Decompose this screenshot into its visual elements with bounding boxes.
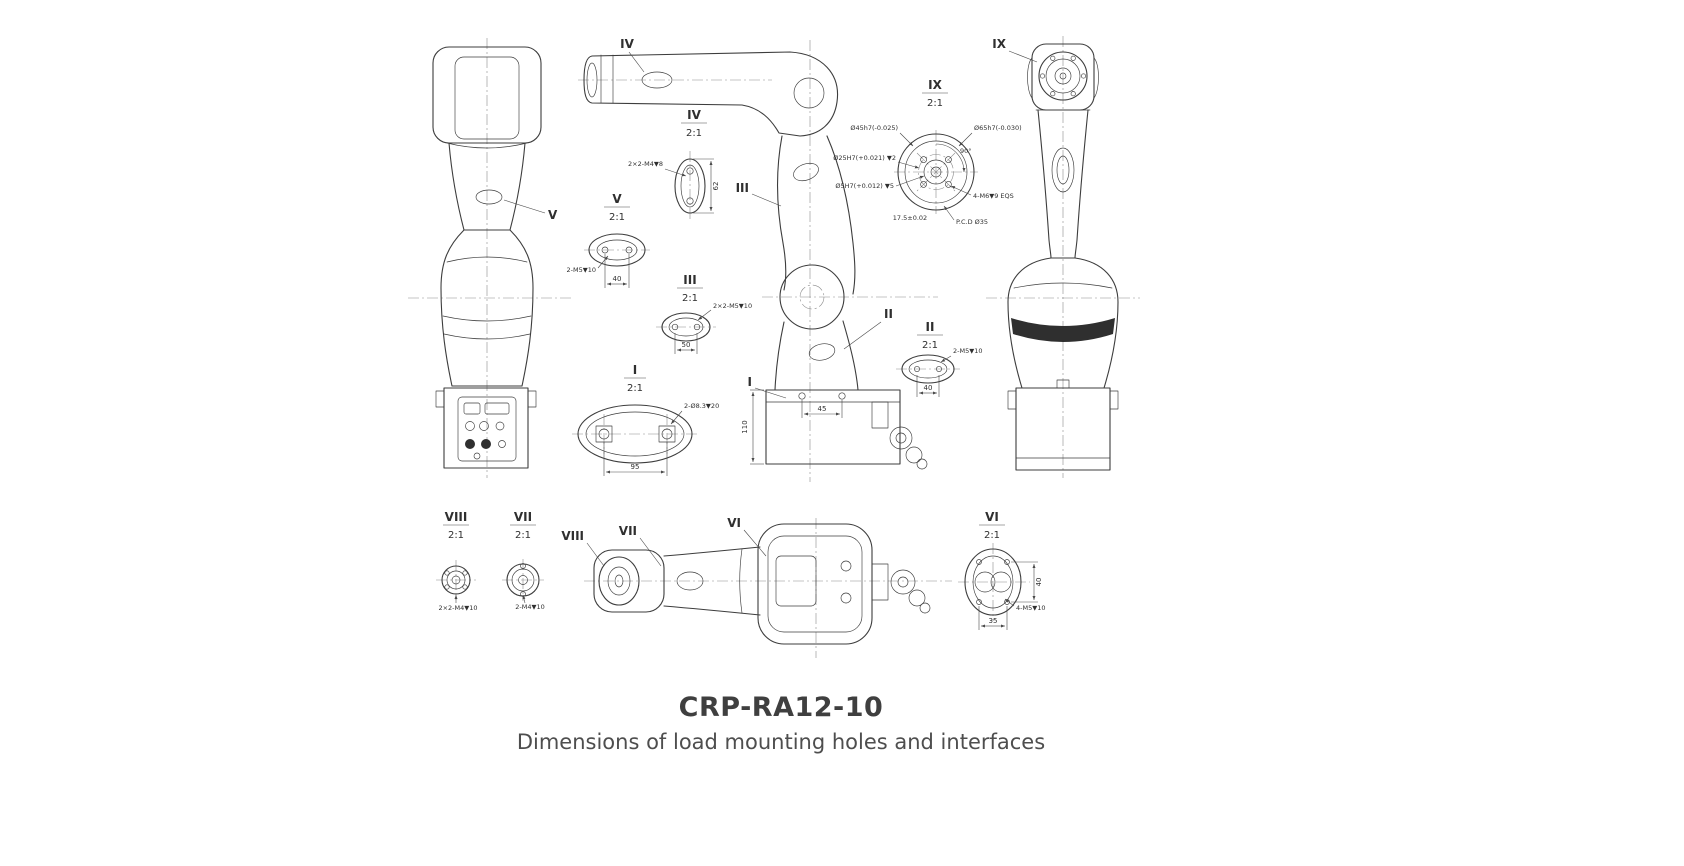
dim-hole-spacing: 45 xyxy=(818,405,827,413)
caption-block: CRP-RA12-10 Dimensions of load mounting … xyxy=(401,692,1161,754)
detail-vi-label: VI xyxy=(985,510,999,524)
detail-view-i: I 2:1 2-Ø8.3▼20 95 xyxy=(572,363,719,476)
detail-view-iii: III 2:1 2×2-M5▼10 50 xyxy=(656,273,752,354)
flange-d45: Ø45h7(-0.025) xyxy=(850,124,898,132)
detail-i-label: I xyxy=(633,363,637,377)
view-callouts: IV V III II I IX VI VII VIII xyxy=(503,37,1038,567)
side-view: 110 45 xyxy=(578,40,938,482)
detail-iii-scale: 2:1 xyxy=(682,293,698,304)
page-title: CRP-RA12-10 xyxy=(678,692,884,723)
detail-iv-note: 2×2-M4▼8 xyxy=(628,160,663,168)
detail-iv-label: IV xyxy=(687,108,701,122)
callout-i: I xyxy=(748,375,752,389)
flange-pcd: P.C.D Ø35 xyxy=(956,218,988,226)
detail-i-scale: 2:1 xyxy=(627,383,643,394)
detail-vi-note: 4-M5▼10 xyxy=(1016,604,1046,612)
dim-base-height: 110 xyxy=(741,420,749,433)
detail-view-iv: IV 2:1 2×2-M4▼8 62 xyxy=(628,108,720,221)
callout-ix: IX xyxy=(992,37,1006,51)
detail-iv-dim: 62 xyxy=(712,182,720,191)
detail-vi-scale: 2:1 xyxy=(984,530,1000,541)
callout-iii: III xyxy=(736,181,749,195)
callout-ii: II xyxy=(884,307,893,321)
flange-angle: 90° xyxy=(960,147,972,155)
detail-v-note: 2-M5▼10 xyxy=(567,266,597,274)
detail-vii-note: 2-M4▼10 xyxy=(515,603,545,611)
detail-vii-label: VII xyxy=(514,510,532,524)
detail-ii-dim: 40 xyxy=(924,384,933,392)
detail-vi-dim-w: 35 xyxy=(989,617,998,625)
detail-i-note: 2-Ø8.3▼20 xyxy=(684,402,719,410)
detail-view-viii: VIII 2:1 2×2-M4▼10 xyxy=(436,510,478,612)
detail-view-v: V 2:1 2-M5▼10 40 xyxy=(567,192,650,288)
flange-d65: Ø65h7(-0.030) xyxy=(974,124,1022,132)
detail-i-dim: 95 xyxy=(631,463,640,471)
detail-ii-label: II xyxy=(926,320,935,334)
detail-v-label: V xyxy=(612,192,622,206)
detail-ii-scale: 2:1 xyxy=(922,340,938,351)
wrist-flange-circle xyxy=(1038,51,1088,101)
callout-viii: VIII xyxy=(561,529,584,543)
detail-v-dim: 40 xyxy=(613,275,622,283)
flange-d25: Ø25H7(+0.021) ▼2 xyxy=(833,154,896,162)
detail-view-ix: IX 2:1 90° Ø45h7(-0.025) Ø65h7(-0.030) Ø… xyxy=(833,78,1021,226)
flange-bolts: 4-M6▼9 EQS xyxy=(973,192,1014,200)
flange-d5: Ø5H7(+0.012) ▼5 xyxy=(835,182,894,190)
callout-v: V xyxy=(548,208,558,222)
back-view xyxy=(986,36,1140,478)
detail-iii-label: III xyxy=(683,273,696,287)
detail-viii-label: VIII xyxy=(445,510,468,524)
callout-iv: IV xyxy=(620,37,634,51)
flange-outer-circle xyxy=(897,133,975,211)
detail-view-vi: VI 2:1 4-M5▼10 35 40 xyxy=(958,510,1046,630)
detail-iii-dim: 50 xyxy=(682,341,691,349)
detail-v-scale: 2:1 xyxy=(609,212,625,223)
flange-depth: 17.5±0.02 xyxy=(893,214,927,222)
top-view xyxy=(584,518,952,658)
detail-viii-note: 2×2-M4▼10 xyxy=(438,604,477,612)
callout-vi: VI xyxy=(727,516,741,530)
callout-vii: VII xyxy=(619,524,637,538)
detail-vii-scale: 2:1 xyxy=(515,530,531,541)
detail-viii-scale: 2:1 xyxy=(448,530,464,541)
detail-ii-note: 2-M5▼10 xyxy=(953,347,983,355)
detail-view-ii: II 2:1 2-M5▼10 40 xyxy=(896,320,983,397)
detail-vi-dim-h: 40 xyxy=(1035,578,1043,587)
detail-ix-label: IX xyxy=(928,78,942,92)
detail-iv-scale: 2:1 xyxy=(686,128,702,139)
detail-ix-scale: 2:1 xyxy=(927,98,943,109)
front-view xyxy=(408,38,572,478)
page-subtitle: Dimensions of load mounting holes and in… xyxy=(516,730,1046,754)
detail-view-vii: VII 2:1 2-M4▼10 xyxy=(502,510,545,611)
detail-iii-note: 2×2-M5▼10 xyxy=(713,302,752,310)
